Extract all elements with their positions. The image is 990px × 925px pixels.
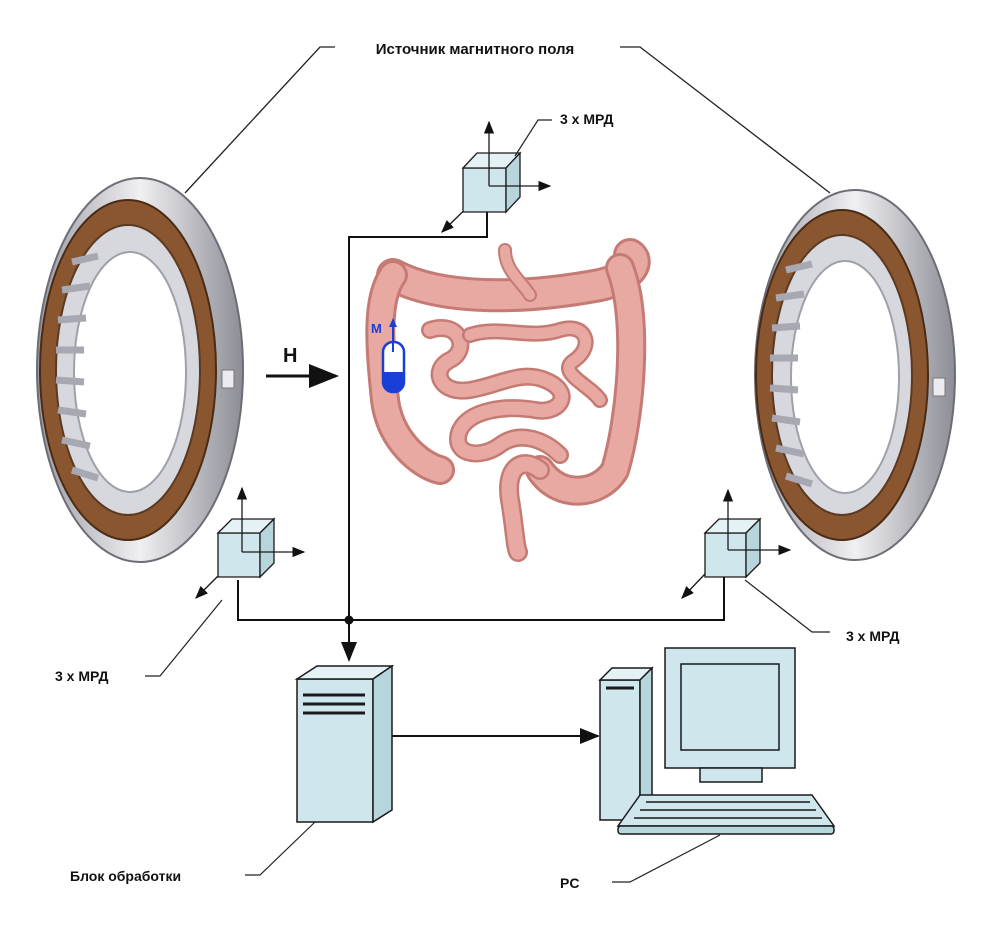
sensor-top-label: 3 x МРД xyxy=(560,111,613,127)
sensor-left-label: 3 x МРД xyxy=(55,668,108,684)
field-source-label: Источник магнитного поля xyxy=(376,41,575,58)
sensor-top-cube-icon xyxy=(441,120,552,233)
field-source-leaders xyxy=(184,46,831,194)
junction-dot xyxy=(344,615,354,625)
field-h-label: H xyxy=(283,345,297,367)
left-coil-icon xyxy=(36,177,244,563)
processing-unit-label: Блок обработки xyxy=(70,868,181,884)
magnet-m-label: M xyxy=(371,321,382,336)
capsule-magnet-icon xyxy=(381,318,406,394)
pc-label: PC xyxy=(560,875,579,891)
server-tower-icon xyxy=(294,664,395,824)
sensor-left-cube-icon xyxy=(195,486,306,599)
signal-wiring xyxy=(237,212,725,744)
sensor-left-leader xyxy=(145,599,223,677)
sensor-right-cube-icon xyxy=(681,488,792,599)
right-coil-icon xyxy=(754,189,956,561)
sensor-right-leader xyxy=(744,579,830,633)
processing-unit-leader xyxy=(245,821,316,876)
intestine-icon xyxy=(365,238,651,562)
sensor-top-leader xyxy=(514,119,552,157)
desktop-computer-icon xyxy=(598,647,836,835)
sensor-right-label: 3 x МРД xyxy=(846,628,899,644)
pc-leader xyxy=(612,834,721,883)
